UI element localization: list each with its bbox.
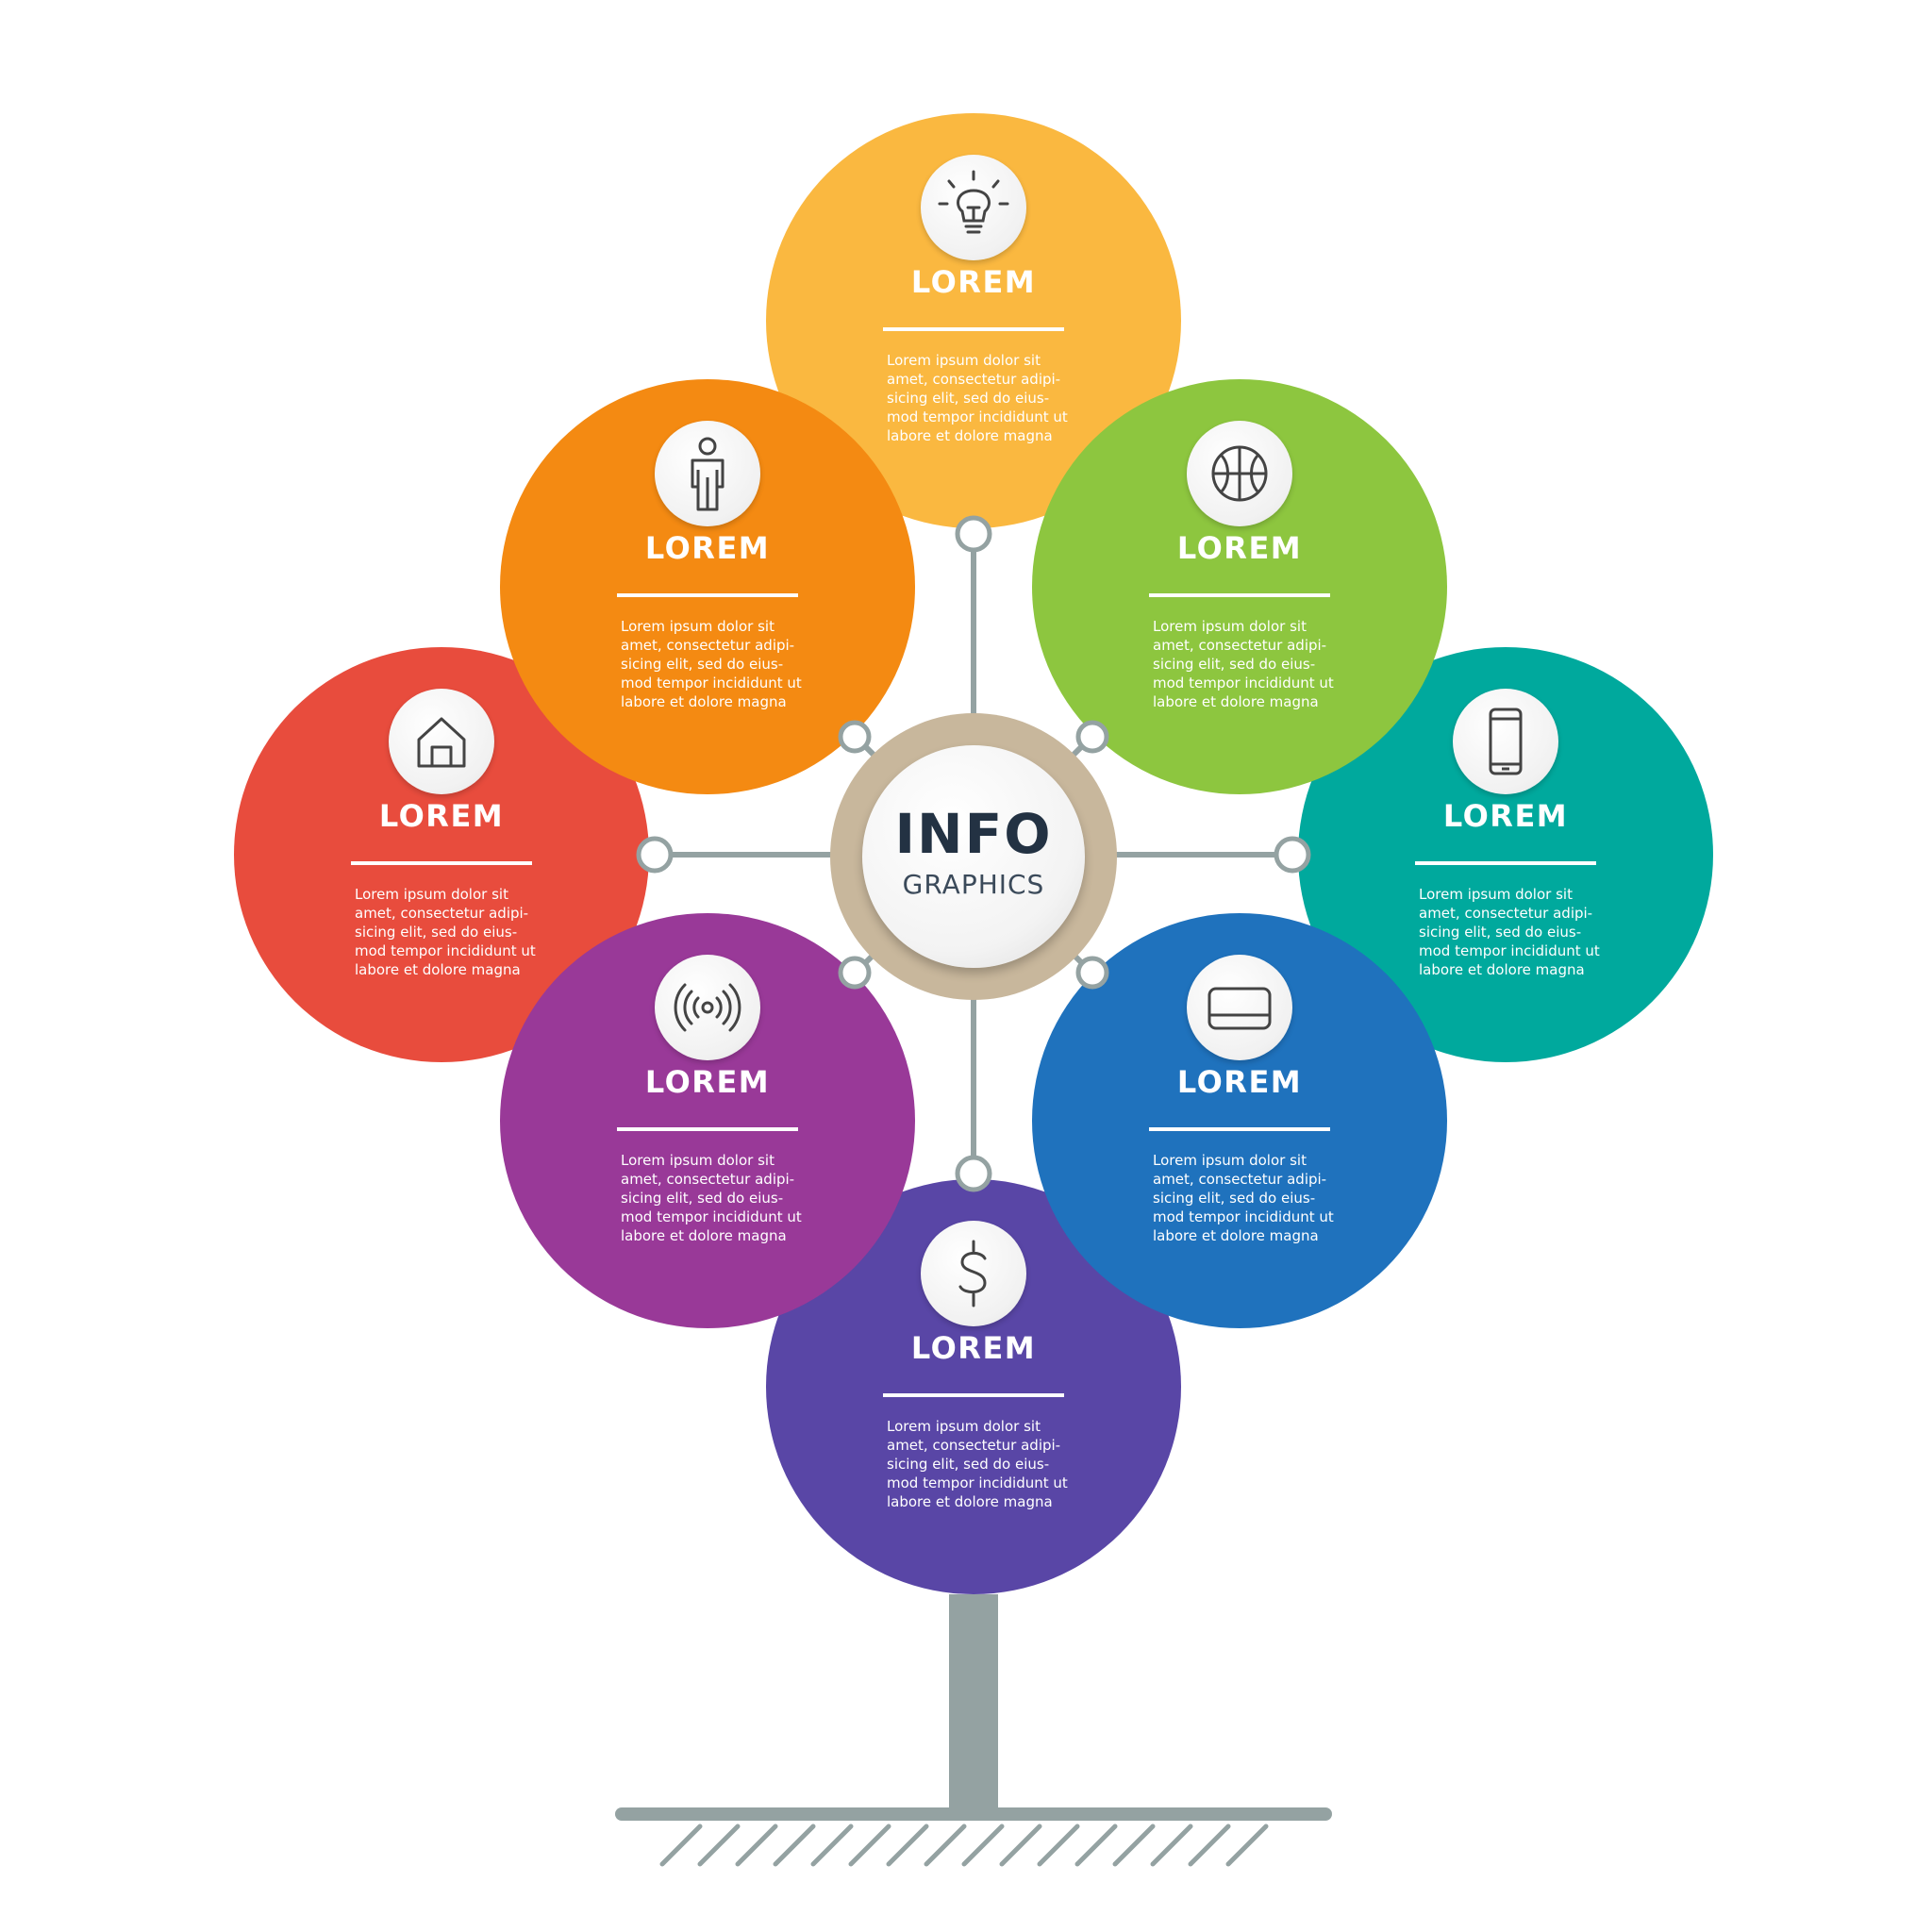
divider	[883, 327, 1064, 331]
knob-right	[1274, 836, 1311, 874]
credit-card-icon	[1187, 955, 1292, 1060]
basketball-icon	[1187, 421, 1292, 526]
knob-upper-right	[1075, 720, 1109, 754]
lightbulb-icon	[921, 155, 1026, 260]
center-title: INFO	[894, 802, 1053, 866]
node-title: LOREM	[910, 1330, 1037, 1366]
node-title: LOREM	[1176, 530, 1303, 566]
divider	[883, 1393, 1064, 1397]
node-title: LOREM	[378, 798, 505, 834]
center-subtitle: GRAPHICS	[902, 869, 1045, 900]
divider	[1149, 1127, 1330, 1131]
knob-bottom	[955, 1155, 992, 1192]
node-title: LOREM	[644, 530, 771, 566]
ground-line	[615, 1807, 1332, 1821]
knob-left	[636, 836, 674, 874]
knob-lower-right	[1075, 956, 1109, 990]
node-title: LOREM	[1442, 798, 1569, 834]
divider	[1415, 861, 1596, 865]
divider	[351, 861, 532, 865]
knob-upper-left	[838, 720, 872, 754]
divider	[617, 1127, 798, 1131]
knob-top	[955, 515, 992, 553]
person-icon	[655, 421, 760, 526]
smartphone-icon	[1453, 689, 1558, 794]
ground-hatching	[659, 1824, 1269, 1867]
home-icon	[389, 689, 494, 794]
divider	[617, 593, 798, 597]
node-title: LOREM	[1176, 1064, 1303, 1100]
tree-trunk	[949, 1594, 998, 1811]
knob-lower-left	[838, 956, 872, 990]
node-title: LOREM	[910, 264, 1037, 300]
divider	[1149, 593, 1330, 597]
node-title: LOREM	[644, 1064, 771, 1100]
signal-broadcast-icon	[655, 955, 760, 1060]
dollar-icon	[921, 1221, 1026, 1326]
center-disc	[862, 745, 1085, 968]
